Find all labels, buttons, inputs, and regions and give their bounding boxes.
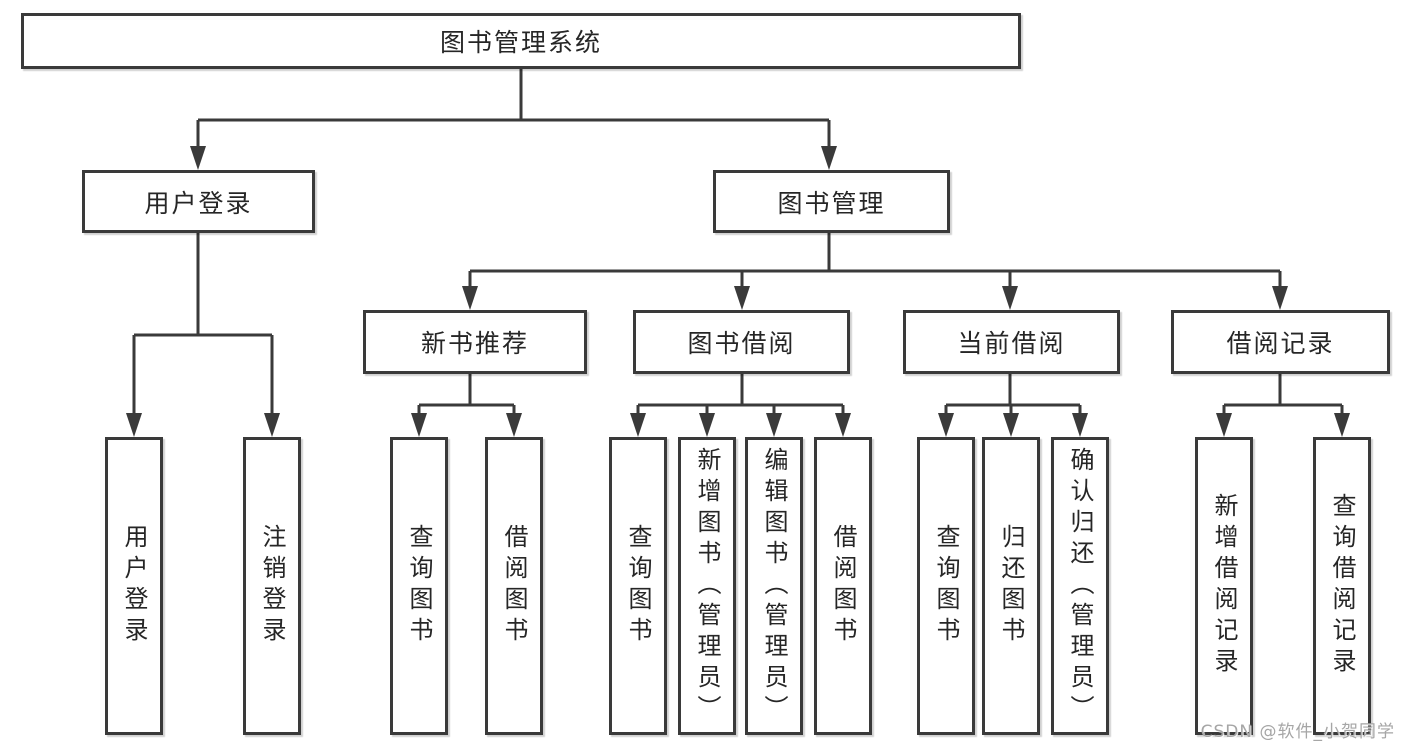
leaf-label: 借阅图书: [829, 524, 857, 648]
leaf-label: 用户登录: [120, 524, 148, 648]
leaf-label: 查询图书: [405, 524, 433, 648]
leaf-query-books-borrow: 查询图书: [609, 437, 667, 735]
leaf-logout: 注销登录: [243, 437, 301, 735]
node-user-login: 用户登录: [82, 170, 315, 233]
leaf-edit-book-admin: 编辑图书（管理员）: [745, 437, 803, 735]
node-label: 当前借阅: [957, 329, 1066, 358]
leaf-label: 确认归还（管理员）: [1066, 446, 1094, 726]
node-label: 图书管理: [777, 188, 886, 218]
leaf-confirm-return-admin: 确认归还（管理员）: [1051, 437, 1109, 735]
tree-edges: [132, 69, 1344, 417]
leaf-label: 查询借阅记录: [1328, 493, 1356, 679]
leaf-add-borrow-record: 新增借阅记录: [1195, 437, 1253, 735]
node-label: 用户登录: [144, 188, 253, 218]
node-label: 新书推荐: [420, 329, 529, 358]
node-book-management: 图书管理: [713, 170, 950, 233]
leaf-label: 查询图书: [932, 524, 960, 648]
leaf-label: 新增借阅记录: [1210, 493, 1238, 679]
leaf-label: 归还图书: [997, 524, 1025, 648]
node-current-borrow: 当前借阅: [903, 310, 1120, 374]
node-root-library-system: 图书管理系统: [21, 13, 1021, 69]
leaf-label: 借阅图书: [500, 524, 528, 648]
node-label: 借阅记录: [1226, 329, 1335, 358]
csdn-watermark: CSDN @软件_小贺同学: [1200, 722, 1395, 742]
leaf-query-books-current: 查询图书: [917, 437, 975, 735]
leaf-label: 编辑图书（管理员）: [760, 446, 788, 726]
leaf-label: 注销登录: [258, 524, 286, 648]
leaf-label: 新增图书（管理员）: [693, 446, 721, 726]
leaf-user-login: 用户登录: [105, 437, 163, 735]
leaf-borrow-books-borrow: 借阅图书: [814, 437, 872, 735]
leaf-query-books-recommend: 查询图书: [390, 437, 448, 735]
leaf-return-book: 归还图书: [982, 437, 1040, 735]
node-label: 图书管理系统: [439, 28, 602, 57]
leaf-borrow-books-recommend: 借阅图书: [485, 437, 543, 735]
leaf-label: 查询图书: [624, 524, 652, 648]
node-book-borrow: 图书借阅: [633, 310, 850, 374]
leaf-add-book-admin: 新增图书（管理员）: [678, 437, 736, 735]
node-new-book-recommend: 新书推荐: [363, 310, 587, 374]
arrowheads: [126, 146, 1350, 437]
node-borrow-records: 借阅记录: [1171, 310, 1390, 374]
leaf-query-borrow-record: 查询借阅记录: [1313, 437, 1371, 735]
node-label: 图书借阅: [687, 329, 796, 358]
